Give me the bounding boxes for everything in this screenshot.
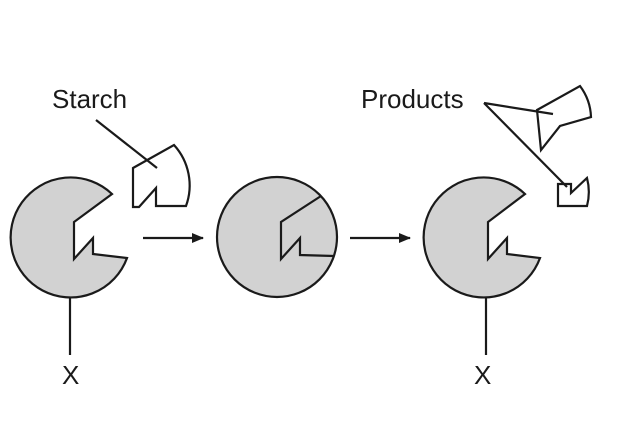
enzyme-substrate-complex xyxy=(215,175,339,299)
products-label: Products xyxy=(361,84,464,114)
inhibitor-label-left: X xyxy=(62,360,79,390)
starch-label: Starch xyxy=(52,84,127,114)
products-group xyxy=(483,84,593,208)
starch-pointer-line xyxy=(95,119,158,169)
enzyme-right xyxy=(422,176,542,355)
product-fragment-top xyxy=(535,84,593,153)
inhibitor-label-right: X xyxy=(474,360,491,390)
enzyme-right-body xyxy=(422,176,542,299)
starch-substrate-shape xyxy=(131,143,191,209)
enzyme-left-body xyxy=(9,176,129,299)
starch-substrate xyxy=(95,119,191,209)
products-pointer-line-bottom xyxy=(483,102,568,188)
enzyme-middle-body xyxy=(215,175,339,299)
products-pointer-line-top xyxy=(483,101,554,116)
enzyme-left xyxy=(9,176,129,355)
bound-substrate-outline xyxy=(279,195,335,262)
